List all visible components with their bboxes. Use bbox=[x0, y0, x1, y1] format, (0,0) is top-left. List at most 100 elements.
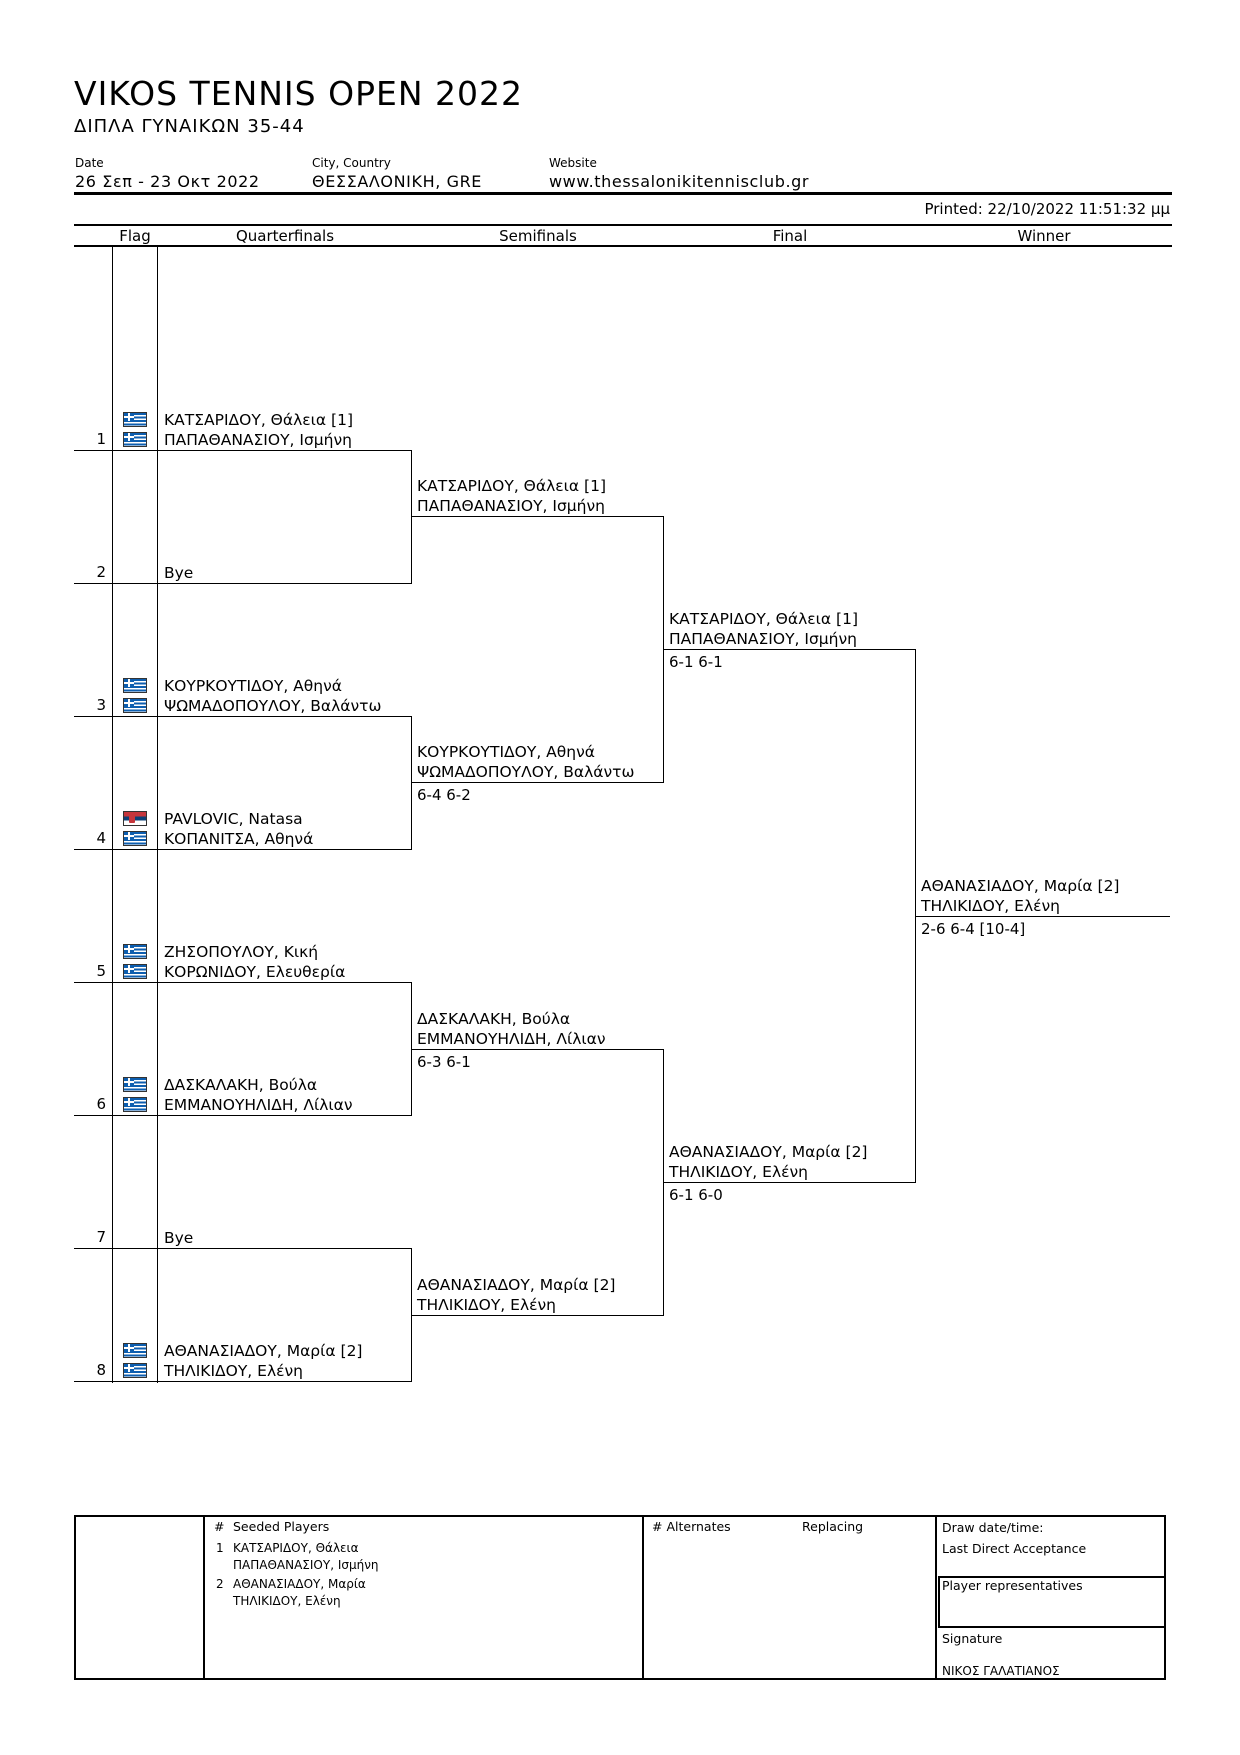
sf-score: 6-3 6-1 bbox=[417, 1053, 471, 1071]
qf-slot-line bbox=[74, 583, 412, 584]
seeded-num: 1 bbox=[216, 1541, 224, 1555]
qf-slot-line bbox=[74, 1115, 412, 1116]
player-reps-box bbox=[938, 1576, 1166, 1628]
seeded-hash: # bbox=[214, 1519, 225, 1534]
bye-label: Bye bbox=[164, 1229, 194, 1247]
header-rule bbox=[74, 192, 1172, 195]
final-slot-line bbox=[663, 649, 916, 650]
qf-slot-line bbox=[74, 716, 412, 717]
seeded-num: 2 bbox=[216, 1577, 224, 1591]
sf-player-2: ΕΜΜΑΝΟΥΗΛΙΔΗ, Λίλιαν bbox=[417, 1030, 606, 1048]
tournament-title: VIKOS TENNIS OPEN 2022 bbox=[74, 74, 523, 113]
seeded-line: ΠΑΠΑΘΑΝΑΣΙΟΥ, Ισμήνη bbox=[233, 1558, 379, 1572]
winner-score: 2-6 6-4 [10-4] bbox=[921, 920, 1026, 938]
website-value[interactable]: www.thessalonikitennisclub.gr bbox=[549, 172, 810, 191]
alternates-title: # Alternates bbox=[652, 1519, 731, 1534]
draw-position-number: 5 bbox=[96, 962, 106, 980]
sf-slot-line bbox=[411, 1049, 664, 1050]
gre-flag-icon bbox=[123, 1097, 147, 1112]
col-quarterfinals-header: Quarterfinals bbox=[235, 227, 335, 245]
bracket-connector bbox=[411, 716, 412, 850]
draw-datetime-label: Draw date/time: bbox=[942, 1520, 1044, 1535]
final-player-1: ΑΘΑΝΑΣΙΑΔΟΥ, Μαρία [2] bbox=[669, 1143, 868, 1161]
sf-slot-line bbox=[411, 516, 664, 517]
qf-player-1: ΔΑΣΚΑΛΑΚΗ, Βούλα bbox=[164, 1076, 318, 1094]
seeded-title: Seeded Players bbox=[233, 1519, 330, 1534]
gre-flag-icon bbox=[123, 964, 147, 979]
sf-slot-line bbox=[411, 1315, 664, 1316]
qf-slot-line bbox=[74, 982, 412, 983]
sf-player-2: ΨΩΜΑΔΟΠΟΥΛΟΥ, Βαλάντω bbox=[417, 763, 635, 781]
website-label: Website bbox=[549, 156, 597, 170]
sf-player-1: ΚΑΤΣΑΡΙΔΟΥ, Θάλεια [1] bbox=[417, 477, 606, 495]
replacing-title: Replacing bbox=[802, 1519, 864, 1534]
srb-flag-icon bbox=[123, 811, 147, 826]
qf-player-2: ΕΜΜΑΝΟΥΗΛΙΔΗ, Λίλιαν bbox=[164, 1096, 353, 1114]
qf-player-2: ΠΑΠΑΘΑΝΑΣΙΟΥ, Ισμήνη bbox=[164, 431, 352, 449]
sf-player-2: ΤΗΛΙΚΙΔΟΥ, Ελένη bbox=[417, 1296, 556, 1314]
final-player-2: ΠΑΠΑΘΑΝΑΣΙΟΥ, Ισμήνη bbox=[669, 630, 857, 648]
draw-position-number: 6 bbox=[96, 1095, 106, 1113]
draw-position-number: 2 bbox=[96, 563, 106, 581]
draw-position-number: 7 bbox=[96, 1228, 106, 1246]
col-final-header: Final bbox=[772, 227, 808, 245]
qf-player-2: ΤΗΛΙΚΙΔΟΥ, Ελένη bbox=[164, 1362, 303, 1380]
bracket-connector bbox=[411, 450, 412, 584]
date-value: 26 Σεπ - 23 Οκτ 2022 bbox=[75, 172, 260, 191]
event-subtitle: ΔΙΠΛΑ ΓΥΝΑΙΚΩΝ 35-44 bbox=[74, 116, 305, 137]
gre-flag-icon bbox=[123, 412, 147, 427]
footer-divider-1 bbox=[203, 1515, 205, 1680]
seeded-line: ΚΑΤΣΑΡΙΔΟΥ, Θάλεια bbox=[233, 1541, 359, 1555]
gre-flag-icon bbox=[123, 432, 147, 447]
qf-player-2: ΚΟΡΩΝΙΔΟΥ, Ελευθερία bbox=[164, 963, 346, 981]
seeded-line: ΤΗΛΙΚΙΔΟΥ, Ελένη bbox=[233, 1594, 341, 1608]
columns-bottom-rule bbox=[74, 245, 1172, 247]
sf-slot-line bbox=[411, 782, 664, 783]
sf-player-1: ΚΟΥΡΚΟΥΤΙΔΟΥ, Αθηνά bbox=[417, 743, 595, 761]
qf-player-1: PAVLOVIC, Natasa bbox=[164, 810, 303, 828]
flag-col-left-line bbox=[112, 245, 113, 1383]
last-direct-acceptance-label: Last Direct Acceptance bbox=[942, 1541, 1087, 1556]
printed-timestamp: Printed: 22/10/2022 11:51:32 μμ bbox=[924, 200, 1170, 218]
qf-player-2: ΚΟΠΑΝΙΤΣΑ, Αθηνά bbox=[164, 830, 314, 848]
sf-score: 6-4 6-2 bbox=[417, 786, 471, 804]
final-player-2: ΤΗΛΙΚΙΔΟΥ, Ελένη bbox=[669, 1163, 808, 1181]
qf-slot-line bbox=[74, 450, 412, 451]
sf-player-1: ΔΑΣΚΑΛΑΚΗ, Βούλα bbox=[417, 1010, 571, 1028]
draw-position-number: 1 bbox=[96, 430, 106, 448]
qf-slot-line bbox=[74, 849, 412, 850]
gre-flag-icon bbox=[123, 698, 147, 713]
qf-player-1: ΑΘΑΝΑΣΙΑΔΟΥ, Μαρία [2] bbox=[164, 1342, 363, 1360]
qf-player-1: ΖΗΣΟΠΟΥΛΟΥ, Κική bbox=[164, 943, 319, 961]
final-score: 6-1 6-1 bbox=[669, 653, 723, 671]
winner-player-1: ΑΘΑΝΑΣΙΑΔΟΥ, Μαρία [2] bbox=[921, 877, 1120, 895]
date-label: Date bbox=[75, 156, 104, 170]
final-player-1: ΚΑΤΣΑΡΙΔΟΥ, Θάλεια [1] bbox=[669, 610, 858, 628]
winner-player-2: ΤΗΛΙΚΙΔΟΥ, Ελένη bbox=[921, 897, 1060, 915]
col-winner-header: Winner bbox=[1017, 227, 1071, 245]
qf-slot-line bbox=[74, 1381, 412, 1382]
sf-player-2: ΠΑΠΑΘΑΝΑΣΙΟΥ, Ισμήνη bbox=[417, 497, 605, 515]
gre-flag-icon bbox=[123, 1363, 147, 1378]
gre-flag-icon bbox=[123, 831, 147, 846]
winner-slot-line bbox=[915, 916, 1170, 917]
gre-flag-icon bbox=[123, 1077, 147, 1092]
col-flag-header: Flag bbox=[119, 227, 151, 245]
footer-divider-2 bbox=[642, 1515, 644, 1680]
col-semifinals-header: Semifinals bbox=[499, 227, 577, 245]
draw-position-number: 4 bbox=[96, 829, 106, 847]
gre-flag-icon bbox=[123, 678, 147, 693]
city-value: ΘΕΣΣΑΛΟΝΙΚΗ, GRE bbox=[312, 172, 483, 191]
final-slot-line bbox=[663, 1182, 916, 1183]
draw-position-number: 3 bbox=[96, 696, 106, 714]
gre-flag-icon bbox=[123, 1343, 147, 1358]
qf-player-2: ΨΩΜΑΔΟΠΟΥΛΟΥ, Βαλάντω bbox=[164, 697, 382, 715]
qf-player-1: ΚΑΤΣΑΡΙΔΟΥ, Θάλεια [1] bbox=[164, 411, 353, 429]
sf-player-1: ΑΘΑΝΑΣΙΑΔΟΥ, Μαρία [2] bbox=[417, 1276, 616, 1294]
city-label: City, Country bbox=[312, 156, 391, 170]
qf-player-1: ΚΟΥΡΚΟΥΤΙΔΟΥ, Αθηνά bbox=[164, 677, 342, 695]
flag-col-right-line bbox=[157, 245, 158, 1383]
footer-divider-3 bbox=[935, 1515, 937, 1680]
signer-name: ΝΙΚΟΣ ΓΑΛΑΤΙΑΝΟΣ bbox=[942, 1664, 1060, 1678]
gre-flag-icon bbox=[123, 944, 147, 959]
